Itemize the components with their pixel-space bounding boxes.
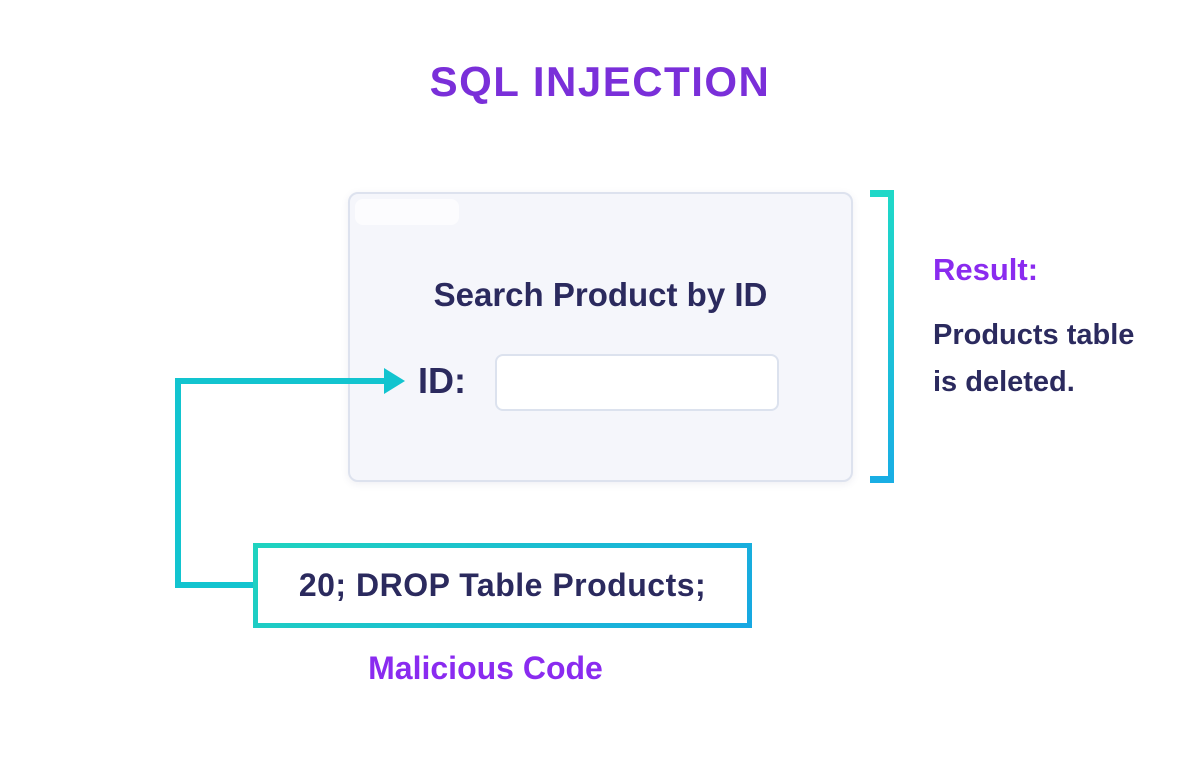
connector-bottom-line [175, 582, 253, 588]
search-form-card: Search Product by ID ID: [348, 192, 853, 482]
result-line-1: Products table [933, 319, 1135, 351]
right-arrow-icon [384, 368, 405, 394]
connector-vertical-line [175, 378, 181, 586]
card-heading: Search Product by ID [433, 276, 768, 313]
result-line-2: is deleted. [933, 366, 1075, 398]
connector-top-line [175, 378, 385, 384]
result-text: Products table is deleted. [933, 312, 1183, 406]
malicious-code-label: Malicious Code [368, 650, 603, 686]
malicious-code-text: 20; DROP Table Products; [298, 567, 707, 603]
result-heading: Result: [933, 252, 1039, 287]
result-annotation: Result: Products table is deleted. [933, 252, 1183, 406]
id-label: ID: [418, 360, 466, 401]
malicious-code-box: 20; DROP Table Products; [253, 543, 752, 628]
right-square-bracket-icon [870, 190, 894, 483]
diagram-title: SQL INJECTION [429, 58, 771, 105]
card-ghost-tab [355, 199, 459, 225]
id-input[interactable] [495, 354, 779, 411]
